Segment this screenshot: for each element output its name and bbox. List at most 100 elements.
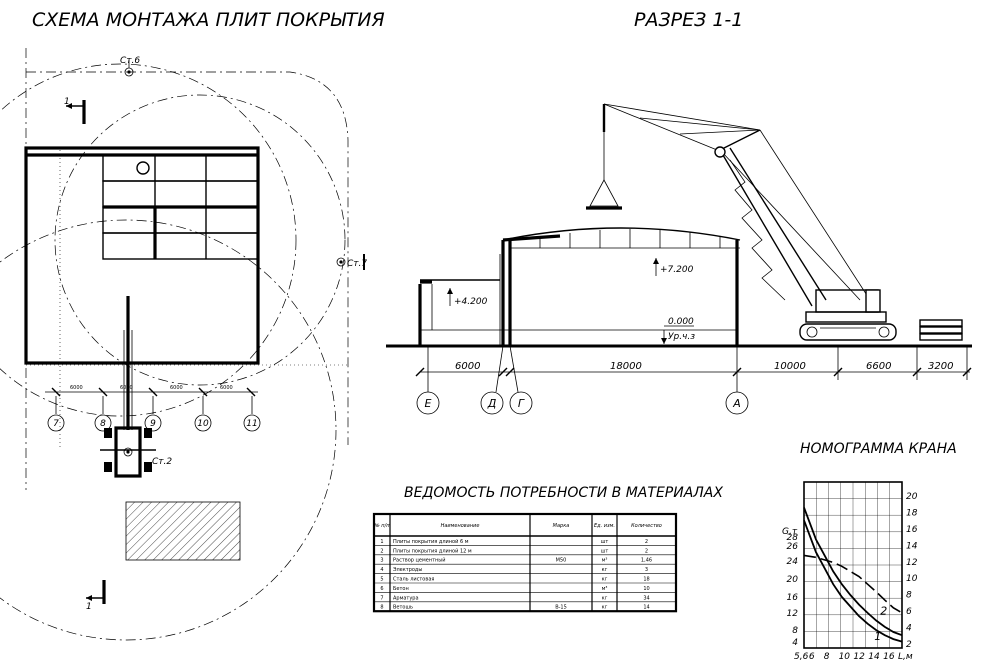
- station-top: Ст.6: [120, 56, 140, 77]
- dim-3200: 3200: [928, 361, 953, 372]
- section-axis-d: Д: [480, 345, 504, 415]
- y-left-tick: 12: [787, 609, 799, 619]
- table-cell: м³: [602, 558, 608, 564]
- table-cell: м³: [602, 586, 608, 592]
- section-view: +7.200 +4.200 0.000 Ур.ч.з: [386, 103, 972, 415]
- dim-10000: 10000: [774, 361, 806, 372]
- y-left-tick: 8: [792, 626, 798, 636]
- plan-axis-9: 9: [144, 396, 162, 432]
- jib-line: [603, 103, 723, 153]
- x-tick: 12: [853, 652, 865, 661]
- table-cell: 2: [380, 548, 383, 554]
- series-line: [803, 554, 903, 614]
- station-right-label: Ст.7: [347, 259, 367, 269]
- elevation-zero: 0.000 Ур.ч.з: [661, 317, 695, 344]
- y-right-tick: 20: [906, 492, 918, 502]
- table-header: Наименование: [441, 523, 480, 529]
- table-cell: 34: [643, 595, 649, 601]
- plan-span-3: 6000: [170, 385, 183, 391]
- table-frame: [372, 512, 678, 613]
- table-cell: 2: [645, 548, 648, 554]
- table-cell: 3: [380, 558, 383, 564]
- boom-lattice: [729, 159, 786, 301]
- section-axis-a: А: [725, 346, 749, 415]
- table-cell: 7: [380, 595, 383, 601]
- crawler-track: [799, 323, 897, 341]
- elevation-high: +7.200: [653, 258, 694, 276]
- table-cell: 2: [645, 539, 648, 545]
- y-right-tick: 4: [906, 624, 912, 634]
- section-title: РАЗРЕЗ 1-1: [634, 9, 743, 31]
- x-tick: 16: [883, 652, 895, 661]
- y-left-tick: 4: [792, 638, 798, 648]
- x-tick: 8: [824, 652, 830, 661]
- table-cell: кг: [602, 567, 608, 573]
- nomogram-title: НОМОГРАММА КРАНА: [800, 441, 957, 457]
- table-cell: М50: [556, 558, 567, 564]
- crawler-crane: [586, 103, 897, 341]
- svg-text:11: 11: [246, 419, 257, 429]
- table-cell: Бетон: [393, 586, 409, 592]
- plan-axis-11: 11: [243, 396, 261, 432]
- y-left-tick: 16: [787, 593, 799, 603]
- slab-grid: [102, 154, 259, 260]
- table-cell: 6: [380, 586, 383, 592]
- table-cell: Ветошь: [393, 605, 413, 611]
- plan-axis-7: 7: [47, 396, 65, 432]
- crane-turntable: [805, 311, 887, 323]
- table-cell: Сталь листовая: [393, 577, 434, 583]
- station-right: Ст.7: [336, 254, 367, 270]
- table-cell: кг: [602, 605, 608, 611]
- station-top-label: Ст.6: [120, 56, 140, 66]
- table-header: № п/п: [373, 523, 390, 529]
- plan-title: СХЕМА МОНТАЖА ПЛИТ ПОКРЫТИЯ: [32, 9, 385, 31]
- table-cell: 3: [645, 567, 648, 573]
- table-cell: Электроды: [393, 567, 422, 573]
- table-cell: 1,46: [641, 558, 652, 564]
- y-right-tick: 12: [906, 558, 918, 568]
- table-cell: 1: [380, 539, 383, 545]
- crane-reach-arc: [54, 94, 346, 386]
- table-header: Марка: [553, 523, 570, 529]
- building-outline: [24, 146, 260, 365]
- section-axis-g: Г: [509, 345, 533, 415]
- table-cell: Плиты покрытия длиной 6 м: [393, 538, 469, 545]
- series-line: [803, 519, 903, 643]
- plan-view: Ст.6 Ст.7 1 1 6000: [0, 48, 367, 641]
- plan-span-1: 6000: [70, 385, 83, 391]
- table-header: Ед. изм.: [594, 523, 615, 529]
- table-cell: 4: [380, 567, 383, 573]
- svg-text:9: 9: [150, 419, 156, 429]
- section-dim-ticks: [415, 346, 972, 380]
- materials-title: ВЕДОМОСТЬ ПОТРЕБНОСТИ В МАТЕРИАЛАХ: [404, 485, 723, 501]
- table-cell: 8: [380, 605, 383, 611]
- ground-level-label: Ур.ч.з: [668, 332, 695, 342]
- crane-reach-arc: [0, 219, 337, 641]
- pendant-line: [759, 129, 871, 301]
- opening-circle: [136, 161, 150, 175]
- crane-reach-arc: [0, 63, 297, 417]
- cut-label-top: 1: [64, 97, 70, 107]
- svg-text:7: 7: [53, 419, 59, 429]
- plan-crane-path: [26, 71, 349, 445]
- table-cell: Раствор цементный: [393, 557, 446, 564]
- y-right-tick: 14: [906, 541, 918, 551]
- dim-6000: 6000: [455, 361, 480, 372]
- svg-text:10: 10: [197, 419, 209, 429]
- installed-slab: [502, 234, 561, 242]
- y-left-tick: 20: [787, 575, 799, 585]
- y-left-tick: 26: [787, 542, 799, 552]
- crane-boom: [719, 149, 813, 307]
- table-cell: В-15: [555, 605, 567, 611]
- svg-text:Г: Г: [518, 397, 525, 410]
- y-right-tick: 10: [906, 574, 918, 584]
- y-right-tick: 16: [906, 525, 918, 535]
- y-right-tick: 2: [906, 640, 912, 650]
- svg-text:0.000: 0.000: [668, 317, 694, 327]
- plan-span-2: 6000: [120, 385, 133, 391]
- svg-text:+4.200: +4.200: [454, 297, 488, 307]
- table-cell: Арматура: [393, 595, 419, 601]
